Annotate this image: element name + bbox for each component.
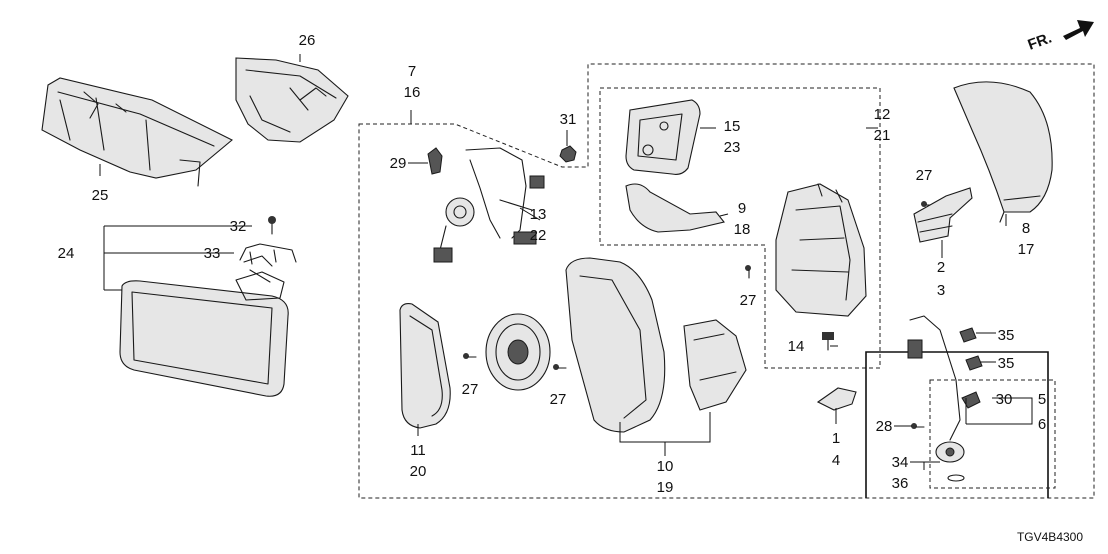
part-27-screw-c [745, 265, 751, 279]
camera-subgroup-boundary [865, 351, 1049, 498]
camera-assembly [907, 315, 983, 482]
callout-27-b: 27 [550, 391, 567, 408]
callout-4: 4 [832, 452, 840, 469]
leader-lines [99, 54, 1033, 470]
callout-29: 29 [390, 155, 407, 172]
part-32-screw [268, 216, 276, 235]
part-9-trim [625, 183, 725, 233]
callout-6: 6 [1038, 416, 1046, 433]
part-25-cover [41, 77, 233, 187]
callout-13: 13 [530, 206, 547, 223]
callout-5: 5 [1038, 391, 1046, 408]
callout-19: 19 [657, 479, 674, 496]
callout-1: 1 [832, 430, 840, 447]
callout-20: 20 [410, 463, 427, 480]
callout-36: 36 [892, 475, 909, 492]
arrow-icon [1063, 20, 1094, 40]
callout-27-d: 27 [916, 167, 933, 184]
callout-2: 2 [937, 259, 945, 276]
callout-10: 10 [657, 458, 674, 475]
assembly-boundary [358, 63, 1095, 499]
callout-24: 24 [58, 245, 75, 262]
callout-3: 3 [937, 282, 945, 299]
part-13-harness [433, 147, 545, 263]
callout-7: 7 [408, 63, 416, 80]
part-14-bolt [822, 332, 834, 351]
callout-8: 8 [1022, 220, 1030, 237]
part-1-clip [816, 387, 857, 411]
callout-9: 9 [738, 200, 746, 217]
callout-18: 18 [734, 221, 751, 238]
part-11-mirror-glass [399, 303, 451, 429]
diagram-code: TGV4B4300 [1017, 530, 1083, 544]
callout-25: 25 [92, 187, 109, 204]
callout-33: 33 [204, 245, 221, 262]
housing-subgroup-boundary [599, 87, 881, 369]
part-12-mirror-base [775, 183, 867, 317]
callout-35-b: 35 [998, 355, 1015, 372]
callout-26: 26 [299, 32, 316, 49]
callout-12: 12 [874, 106, 891, 123]
callout-27-a: 27 [462, 381, 479, 398]
callout-14: 14 [788, 338, 805, 355]
part-28-screw [911, 423, 925, 429]
part-27-screw-b [553, 364, 567, 370]
callout-34: 34 [892, 454, 909, 471]
part-33-bracket [239, 243, 297, 265]
part-8-skull-cap [953, 81, 1053, 223]
part-24-mirror [119, 255, 289, 397]
callout-28: 28 [876, 418, 893, 435]
camera-inner-boundary [929, 379, 1056, 489]
callout-30: 30 [996, 391, 1013, 408]
front-direction-arrow: FR. [1026, 20, 1094, 54]
callout-17: 17 [1018, 241, 1035, 258]
callout-32: 32 [230, 218, 247, 235]
fr-label: FR. [1026, 30, 1055, 54]
callout-21: 21 [874, 127, 891, 144]
part-27-screw-a [463, 353, 477, 359]
callout-16: 16 [404, 84, 421, 101]
part-26-cover [235, 57, 349, 143]
callout-11: 11 [410, 442, 426, 459]
callout-22: 22 [530, 227, 547, 244]
callout-31: 31 [560, 111, 577, 128]
callout-labels: 26 25 32 24 33 7 16 31 29 13 22 15 23 9 … [58, 32, 1047, 496]
part-10-housing [565, 257, 747, 433]
actuator-motor [485, 313, 551, 391]
part-2-turn-signal [913, 187, 973, 243]
callout-27-c: 27 [740, 292, 757, 309]
callout-35-a: 35 [998, 327, 1015, 344]
part-15-base [625, 99, 701, 175]
callout-15: 15 [724, 118, 741, 135]
part-29-clip [427, 147, 443, 175]
part-31-nut [559, 145, 577, 163]
callout-23: 23 [724, 139, 741, 156]
